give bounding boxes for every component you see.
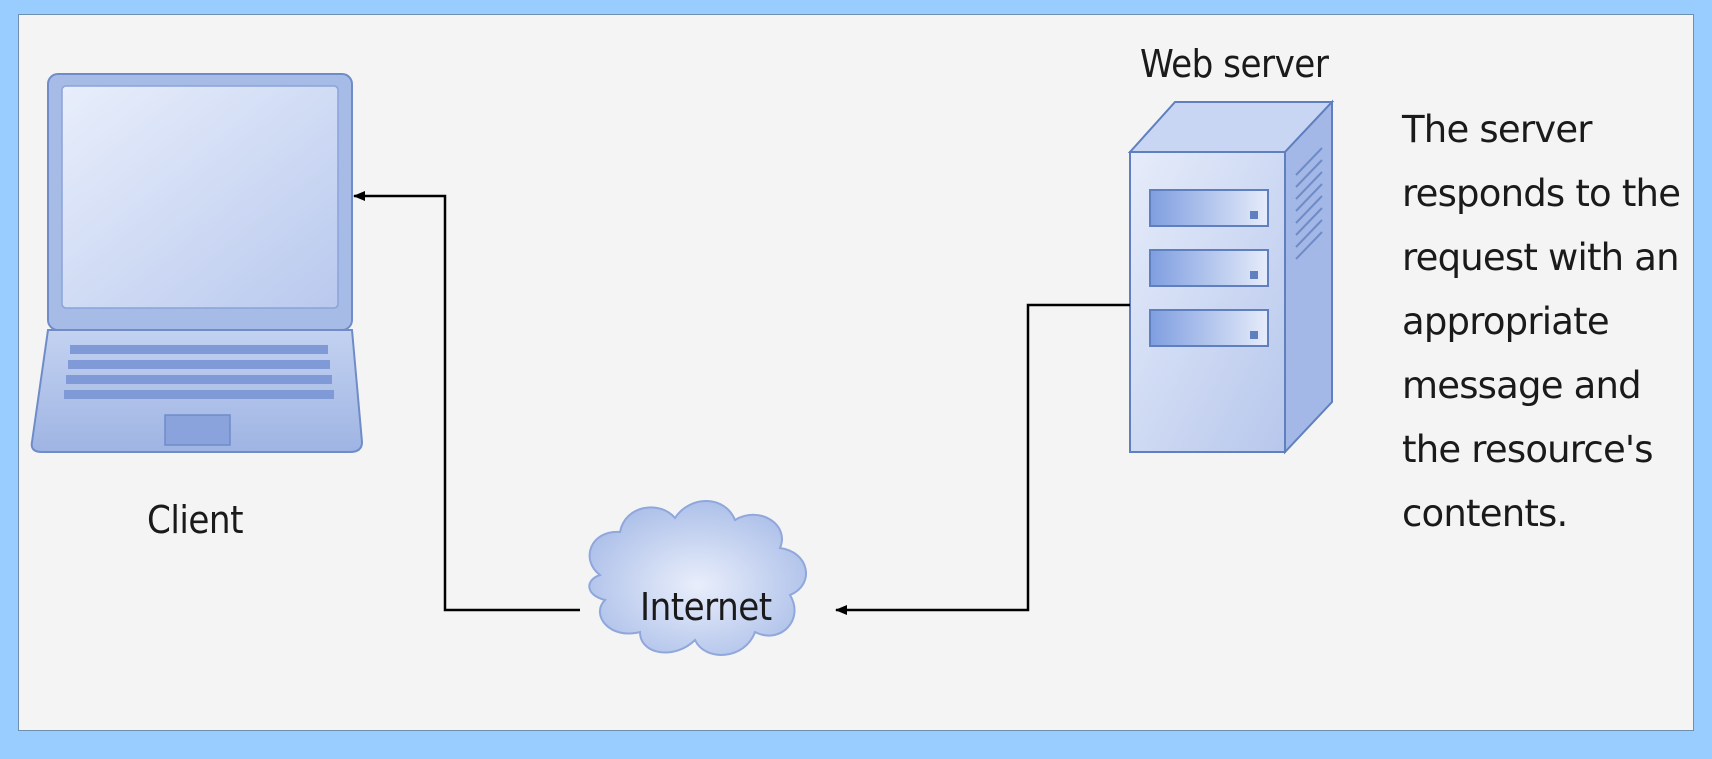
- internet-label: Internet: [640, 585, 772, 629]
- keyboard: [64, 345, 334, 399]
- server-icon: [1127, 99, 1335, 455]
- server-response-description: The server responds to the request with …: [1402, 108, 1681, 535]
- server-vents: [1295, 147, 1323, 260]
- client-label: Client: [147, 498, 244, 542]
- cloud-icon: [588, 500, 807, 656]
- arrow-internet-to-client: [353, 191, 580, 612]
- web-server-label: Web server: [1140, 42, 1329, 86]
- arrow-server-to-internet: [835, 303, 1130, 615]
- drive-bays: [1149, 189, 1269, 347]
- laptop-icon: [30, 73, 364, 453]
